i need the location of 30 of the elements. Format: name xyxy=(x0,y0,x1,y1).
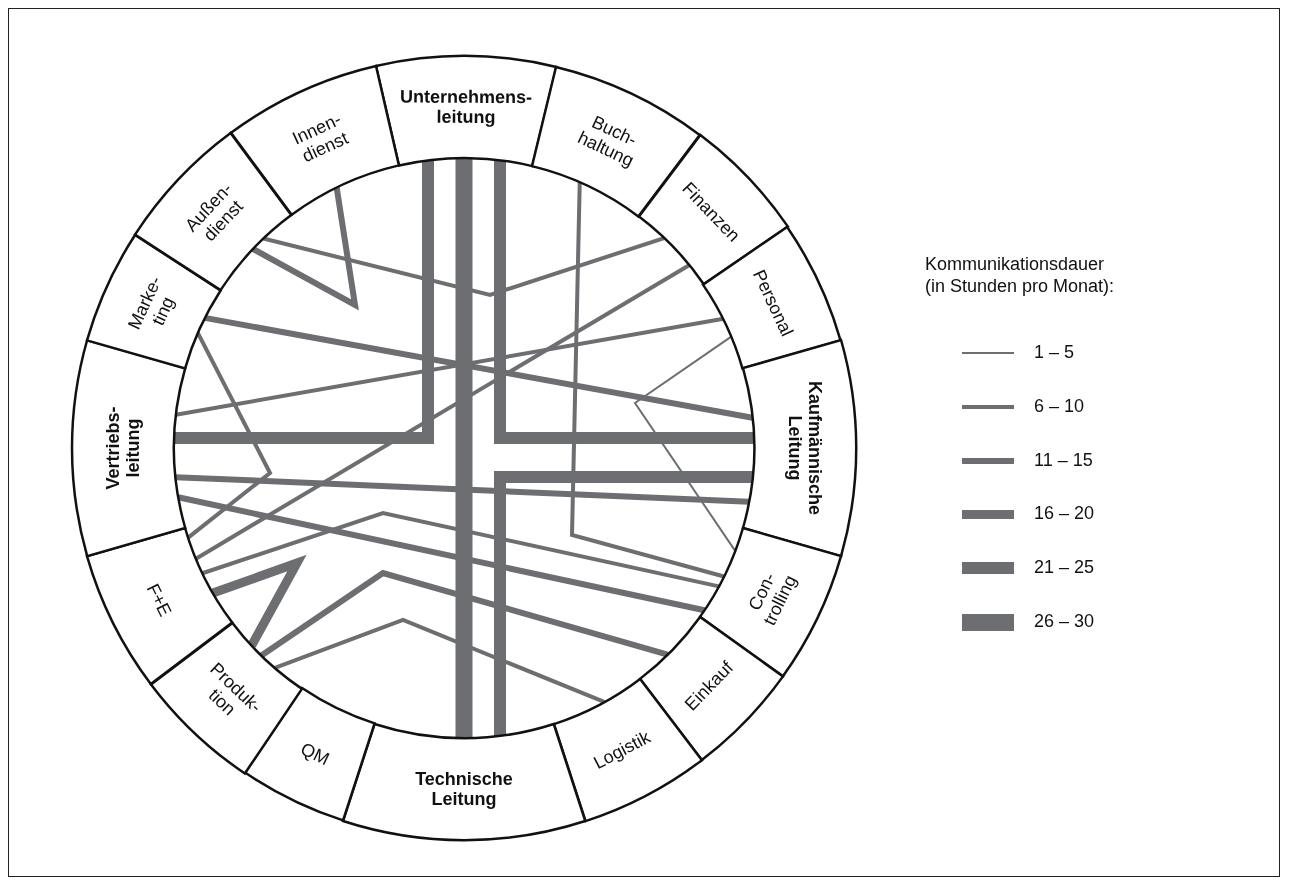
segment-label: Kaufmännische Leitung xyxy=(784,380,826,515)
legend-label: 21 – 25 xyxy=(1034,557,1095,579)
connection-line xyxy=(201,510,720,589)
connection-line xyxy=(174,160,434,444)
connection-line xyxy=(494,471,753,736)
segment-label: Technische Leitung xyxy=(415,768,513,810)
connection-line xyxy=(177,494,705,614)
connection-line xyxy=(633,335,737,552)
segment-label: Marke- ting xyxy=(123,272,179,334)
legend-title: Kommunikationsdauer (in Stunden pro Monat): xyxy=(925,254,1115,298)
connection-line xyxy=(251,187,359,311)
legend-label: 26 – 30 xyxy=(1034,611,1095,632)
connection-line xyxy=(569,182,725,579)
connection-line xyxy=(494,160,754,444)
segment-label: Unternehmens- leitung xyxy=(399,86,532,128)
legend-label: 16 – 20 xyxy=(1034,503,1095,525)
connection-line xyxy=(194,263,691,561)
connection-line xyxy=(455,158,473,738)
segment-label: Innen- dienst xyxy=(289,109,353,168)
legend-label: 11 – 15 xyxy=(1034,449,1093,471)
segment-label: Vertriebs- leitung xyxy=(102,406,144,490)
connection-line xyxy=(211,554,307,648)
connection-line xyxy=(259,569,669,658)
connection-line xyxy=(262,236,665,298)
legend-label: 6 – 10 xyxy=(1034,395,1085,417)
connection-line xyxy=(175,474,750,505)
segment-label: QM xyxy=(297,739,332,770)
legend-label: 1 – 5 xyxy=(1034,342,1075,363)
segment-label: F+E xyxy=(142,580,176,620)
connection-line xyxy=(274,617,605,704)
